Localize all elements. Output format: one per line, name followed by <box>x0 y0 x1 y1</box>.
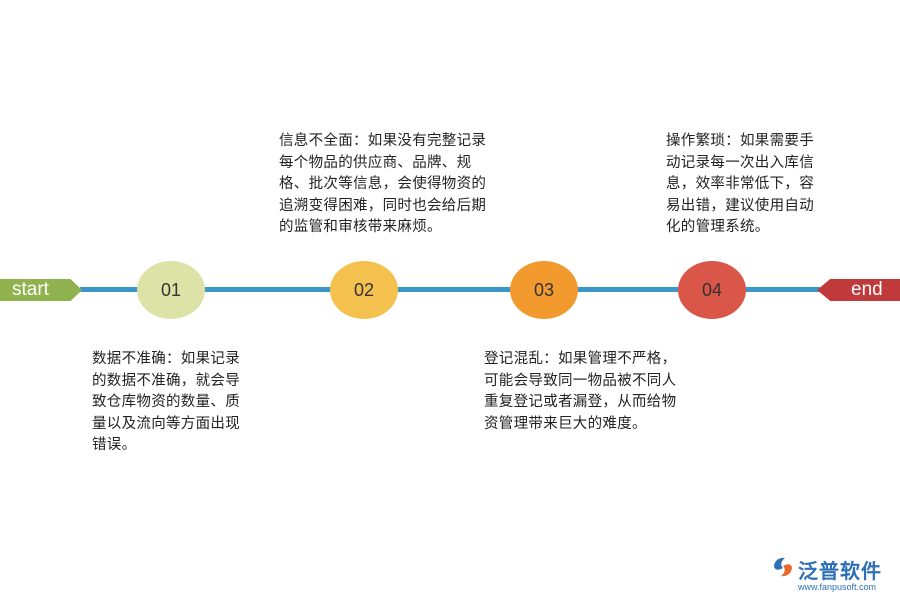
logo-url: www.fanpusoft.com <box>798 582 877 592</box>
fanpu-logo-icon <box>774 557 792 577</box>
description-incomplete-info: 信息不全面：如果没有完整记录每个物品的供应商、品牌、规格、批次等信息，会使得物资… <box>279 133 487 235</box>
description-cumbersome-operation: 操作繁琐：如果需要手动记录每一次出入库信息，效率非常低下，容易出错，建议使用自动… <box>666 133 814 235</box>
brand-logo: 泛普软件 www.fanpusoft.com <box>770 553 900 600</box>
description-chaotic-registration: 登记混乱：如果管理不严格，可能会导致同一物品被不同人重复登记或者漏登，从而给物资… <box>484 351 677 432</box>
timeline-node-03: 03 <box>510 261 578 319</box>
end-label: end <box>817 279 900 301</box>
logo-name: 泛普软件 <box>798 559 882 583</box>
timeline-node-04: 04 <box>678 261 746 319</box>
start-label: start <box>0 279 82 301</box>
timeline-line <box>80 287 820 292</box>
timeline-node-02: 02 <box>330 261 398 319</box>
description-inaccurate-data: 数据不准确：如果记录的数据不准确，就会导致仓库物资的数量、质量以及流向等方面出现… <box>92 351 240 453</box>
timeline-node-01: 01 <box>137 261 205 319</box>
